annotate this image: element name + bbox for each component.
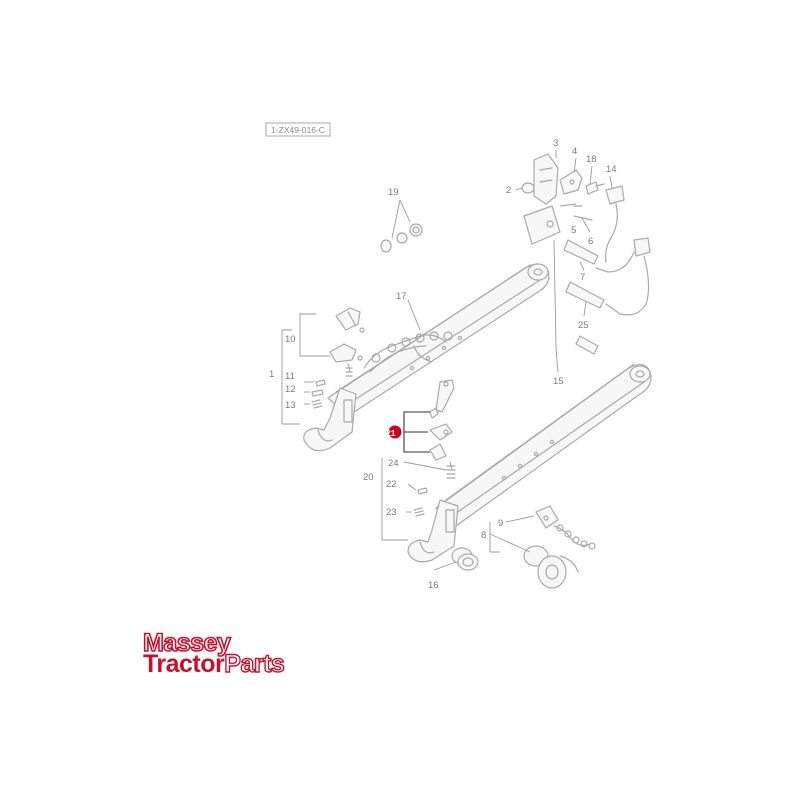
label-25: 25	[578, 320, 589, 331]
reference-code: 1-ZX49-016-C	[271, 125, 325, 135]
logo-word-tractor: Tractor	[143, 650, 225, 678]
label-8: 8	[481, 530, 486, 541]
parts-8-9-ball-chain	[523, 505, 596, 589]
label-18: 18	[586, 154, 597, 165]
label-12: 12	[285, 384, 296, 395]
bracket-part-10	[299, 313, 330, 357]
parts-2-3-4-bracket	[521, 153, 605, 205]
bracket-part-1	[281, 329, 300, 425]
parts-11-12-13	[311, 379, 326, 409]
label-21: 21	[386, 428, 396, 438]
label-7: 7	[580, 272, 585, 283]
logo-line-2: TractorParts	[143, 651, 286, 677]
label-22: 22	[386, 479, 397, 490]
label-2: 2	[506, 185, 511, 196]
label-19: 19	[388, 187, 399, 198]
label-16: 16	[428, 580, 439, 591]
logo-line-1: Massey	[142, 629, 231, 657]
part-21-latch-kit	[429, 379, 456, 479]
right-lower-link-arm	[407, 363, 652, 563]
label-3: 3	[553, 138, 558, 149]
label-15: 15	[553, 376, 564, 387]
bracket-part-8-9	[489, 522, 500, 553]
label-11: 11	[285, 371, 295, 382]
bracket-part-21	[403, 411, 430, 453]
label-10: 10	[285, 334, 296, 345]
left-lower-link-arm	[303, 263, 550, 452]
label-13: 13	[285, 400, 296, 411]
label-6: 6	[588, 236, 593, 247]
part-10-latch-parts	[329, 307, 365, 377]
label-24: 24	[388, 458, 399, 469]
part-17-chain	[363, 331, 453, 373]
part-16-bushing	[451, 547, 479, 571]
label-4: 4	[572, 146, 577, 157]
leader-lines	[304, 150, 613, 571]
parts-22-23	[413, 487, 428, 517]
label-23: 23	[386, 507, 397, 518]
label-20: 20	[363, 472, 374, 483]
massey-tractor-parts-logo: Massey TractorParts	[142, 629, 286, 678]
label-5: 5	[571, 225, 576, 236]
label-14: 14	[606, 164, 617, 175]
label-17: 17	[396, 291, 407, 302]
label-1: 1	[269, 369, 274, 380]
part-19-bolt-set	[380, 223, 423, 253]
part-labels: 1 2 3 4 5 6 7 8 9 10 11 12 13 14 15 16 1…	[269, 138, 617, 591]
logo-word-parts: Parts	[224, 650, 286, 678]
parts-5-6-7-14-25-pins	[523, 185, 651, 355]
reference-code-box: 1-ZX49-016-C	[265, 122, 331, 137]
bracket-part-20	[381, 458, 408, 541]
highlight-marker-21	[388, 425, 402, 439]
label-9: 9	[498, 518, 503, 529]
